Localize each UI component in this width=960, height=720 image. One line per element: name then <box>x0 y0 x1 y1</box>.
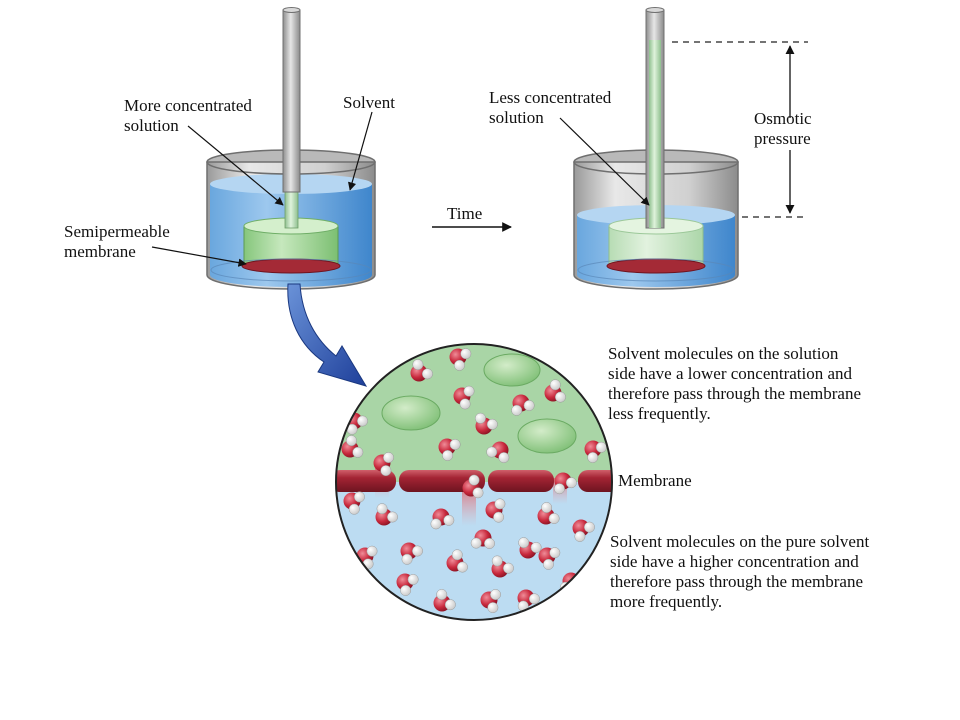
zoom-arrow <box>287 283 368 387</box>
less-concentrated-label-line1: Less concentrated <box>489 88 612 107</box>
solution-side-line: therefore pass through the membrane <box>608 384 862 403</box>
left-beaker <box>206 7 376 290</box>
water-molecule <box>470 529 495 549</box>
solvent-side-line: more frequently. <box>610 592 723 611</box>
water-molecule <box>433 589 456 612</box>
water-molecule <box>486 441 510 464</box>
water-molecule <box>511 394 535 416</box>
water-molecule <box>375 503 398 526</box>
time-label: Time <box>447 204 483 223</box>
water-molecule <box>341 435 364 458</box>
solution-side-line: Solvent molecules on the solution <box>608 344 839 363</box>
magnified-view <box>335 343 613 621</box>
water-molecule <box>400 542 423 565</box>
water-molecule <box>343 491 365 515</box>
water-molecule <box>572 519 595 542</box>
water-molecule <box>480 589 501 614</box>
leader-lines <box>151 111 650 482</box>
more-concentrated-label-line1: More concentrated <box>124 96 252 115</box>
solution-side-line: side have a lower concentration and <box>608 364 853 383</box>
osmotic-pressure-label-line2: pressure <box>754 129 811 148</box>
water-molecule <box>410 359 433 382</box>
water-molecule <box>438 438 461 461</box>
water-molecule <box>430 508 455 530</box>
solvent-side-line: Solvent molecules on the pure solvent <box>610 532 870 551</box>
right-beaker <box>573 7 739 290</box>
water-molecule <box>518 537 542 559</box>
more-concentrated-label-line2: solution <box>124 116 179 135</box>
water-molecule <box>491 555 514 578</box>
solvent-label: Solvent <box>343 93 395 112</box>
solvent-side-line: therefore pass through the membrane <box>610 572 864 591</box>
water-molecule <box>373 452 394 477</box>
semipermeable-label-line2: membrane <box>64 242 136 261</box>
semipermeable-label-line1: Semipermeable <box>64 222 170 241</box>
solution-side-line: less frequently. <box>608 404 711 423</box>
water-molecule <box>554 472 577 495</box>
osmotic-pressure-indicator <box>672 41 808 218</box>
water-molecule <box>584 440 607 463</box>
water-molecule <box>449 348 472 371</box>
water-molecule <box>544 379 566 403</box>
water-molecule <box>517 589 540 612</box>
membrane-label: Membrane <box>618 471 692 490</box>
water-molecule <box>453 385 475 410</box>
osmotic-pressure-label-line1: Osmotic <box>754 109 812 128</box>
solution-side-description: Solvent molecules on the solution side h… <box>608 344 861 424</box>
water-molecule <box>475 412 498 435</box>
water-molecule <box>462 474 484 499</box>
water-molecule <box>485 498 506 523</box>
solvent-side-line: side have a higher concentration and <box>610 552 859 571</box>
water-molecule <box>446 549 468 573</box>
less-concentrated-label-line2: solution <box>489 108 544 127</box>
water-molecule <box>538 547 561 570</box>
water-molecule <box>396 573 419 596</box>
water-molecule <box>537 502 560 525</box>
solvent-side-description: Solvent molecules on the pure solvent si… <box>610 532 869 612</box>
